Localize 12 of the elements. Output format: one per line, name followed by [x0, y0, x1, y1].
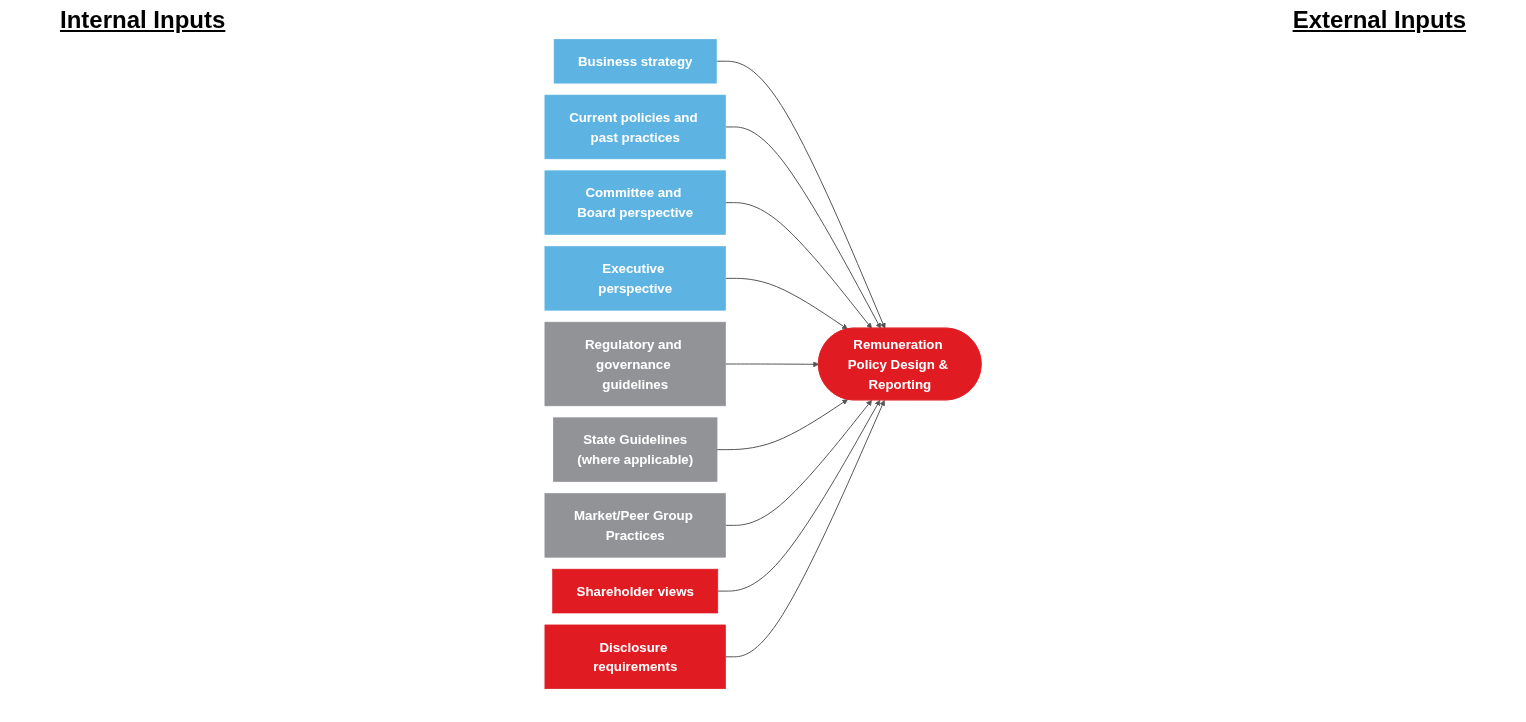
section-heading: External Inputs	[1292, 6, 1466, 34]
node-box: Executive perspective	[544, 246, 726, 311]
node-box: State Guidelines (where applicable)	[553, 417, 718, 482]
node-box: Regulatory and governance guidelines	[544, 321, 726, 407]
section-heading: Internal Inputs	[60, 6, 226, 34]
node-box: Disclosure requirements	[544, 624, 726, 690]
arrow	[725, 361, 820, 368]
node-box: Shareholder views	[552, 568, 719, 614]
node-box: Business strategy	[553, 39, 717, 84]
node-box: Market/Peer Group Practices	[544, 493, 726, 558]
node-box: Current policies and past practices	[544, 94, 726, 160]
node-box: Committee and Board perspective	[544, 170, 726, 235]
